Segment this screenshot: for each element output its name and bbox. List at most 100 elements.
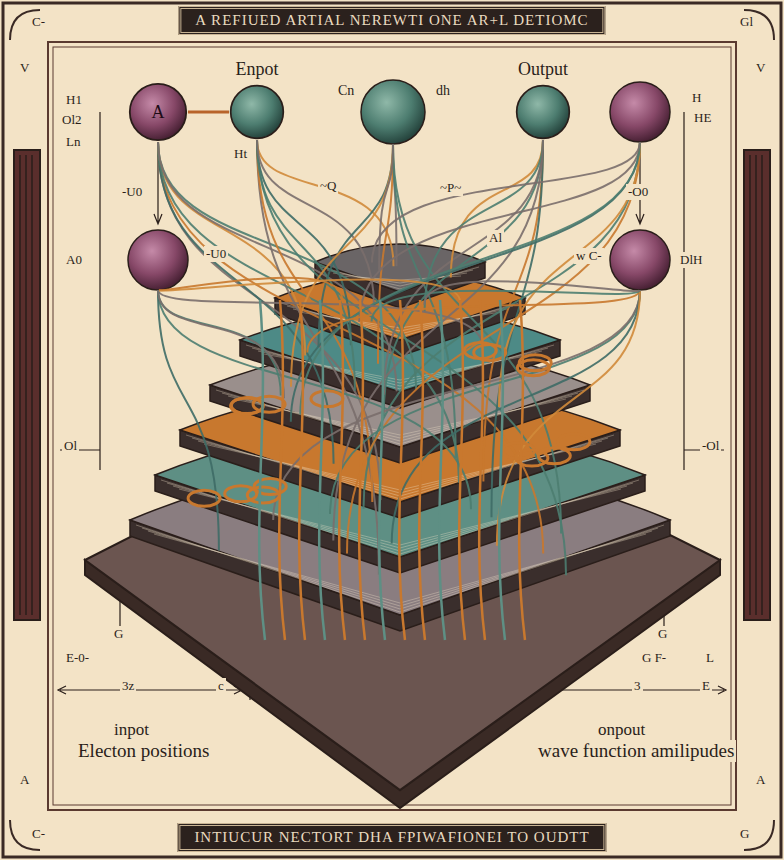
title-banner: A REFIUED ARTIAL NEREWTI ONE AR+L DETIOM… xyxy=(178,6,605,35)
wire xyxy=(359,142,640,322)
annotation-label: L xyxy=(704,650,716,666)
wire-loop xyxy=(538,448,570,464)
annotation-label: G F- xyxy=(640,650,668,666)
annotation-label: ~Q xyxy=(318,178,338,194)
annotation-label: C- xyxy=(30,826,47,842)
annotation-label: Gl xyxy=(738,14,755,30)
wire xyxy=(393,144,561,534)
annotation-label: E xyxy=(700,678,712,694)
wire xyxy=(419,300,425,640)
neuron-node: Output xyxy=(515,84,571,140)
annotation-label: Al xyxy=(487,230,504,246)
wire xyxy=(392,290,640,544)
wire-loop xyxy=(311,391,343,407)
annotation-label: c xyxy=(216,678,226,694)
annotation-label: -O0 xyxy=(626,184,650,200)
annotation-label: G xyxy=(656,626,669,642)
annotation-label: Electon positions xyxy=(76,740,211,762)
annotation-label: inpot xyxy=(112,720,151,740)
circle-outline xyxy=(515,84,571,140)
annotation-label: G xyxy=(738,826,751,842)
wire xyxy=(424,281,640,305)
annotation-label: 3 xyxy=(632,678,643,694)
annotation-label: w C- xyxy=(574,248,604,264)
neuron-node: Enpot xyxy=(229,84,285,140)
annotation-label: Cn xyxy=(336,82,356,99)
wire xyxy=(158,142,543,554)
outer-frame xyxy=(3,3,781,857)
annotation-label: V xyxy=(18,60,31,76)
wire xyxy=(257,140,394,266)
wire xyxy=(339,300,345,640)
wire xyxy=(319,300,325,640)
annotation-label: Ht xyxy=(232,146,249,162)
connector xyxy=(188,112,229,113)
wire xyxy=(257,140,372,502)
wire-loop xyxy=(231,398,263,414)
wire xyxy=(379,300,385,640)
annotation-label: onpout xyxy=(596,720,647,740)
wire xyxy=(483,140,543,482)
annotation-label: E-0- xyxy=(64,650,91,666)
annotation-label: 3z xyxy=(120,678,136,694)
wire xyxy=(273,290,640,520)
annotation-label: G xyxy=(112,626,125,642)
wire xyxy=(330,290,640,514)
wire xyxy=(499,300,505,640)
annotation-label: -U0 xyxy=(204,246,228,262)
connector-line xyxy=(188,111,229,114)
annotation-label: V xyxy=(754,60,767,76)
annotation-label: dh xyxy=(434,82,452,99)
annotation-label: C- xyxy=(30,14,47,30)
wire-loop xyxy=(188,490,220,506)
wire-loop xyxy=(247,487,279,503)
inner-frame xyxy=(48,42,736,810)
annotation-label: HE xyxy=(692,110,713,126)
wire-loop xyxy=(231,398,263,414)
wire xyxy=(158,290,284,398)
caption-banner: INTIUCUR NECTORT DHA FPIWAFIONEI TO OUDT… xyxy=(177,823,606,852)
circle-shape xyxy=(130,84,186,140)
annotation-label: H xyxy=(690,90,703,106)
annotation-label: Ln xyxy=(64,134,82,150)
circle-shape xyxy=(231,86,284,139)
wire xyxy=(259,300,265,640)
corner-scroll xyxy=(10,10,774,850)
annotation-label: A xyxy=(18,772,31,788)
wire xyxy=(359,300,365,640)
wires xyxy=(158,140,640,640)
wire xyxy=(279,300,285,640)
wire-loop xyxy=(558,434,590,450)
node-heading: Output xyxy=(518,59,568,80)
annotation-label: -U0 xyxy=(120,184,144,200)
annotation-label: wave function amilipudes xyxy=(536,740,736,762)
wire xyxy=(459,300,465,640)
annotation-label: ~P~ xyxy=(438,180,463,196)
wire xyxy=(479,300,485,640)
circle-outline xyxy=(229,84,285,140)
wire xyxy=(158,290,219,551)
wire xyxy=(439,300,445,640)
wire xyxy=(158,142,459,483)
wire-loop xyxy=(474,344,506,360)
wire xyxy=(519,300,525,640)
wire xyxy=(372,290,640,321)
wire xyxy=(257,140,355,391)
wire xyxy=(379,144,393,270)
circle-shape xyxy=(517,86,570,139)
node-letter: A xyxy=(152,102,165,123)
annotation-label: DlH xyxy=(678,252,704,268)
annotation-label: H1 xyxy=(64,92,84,108)
annotation-label: Ol2 xyxy=(60,112,84,128)
wire xyxy=(499,142,640,407)
wire xyxy=(300,142,640,415)
annotation-label: A xyxy=(754,772,767,788)
wire xyxy=(158,279,460,301)
node-heading: Enpot xyxy=(236,59,279,80)
wire xyxy=(399,300,405,640)
inner-frame xyxy=(53,47,731,805)
wire xyxy=(372,142,640,262)
wire xyxy=(378,144,393,364)
annotation-label: A0 xyxy=(64,252,84,268)
